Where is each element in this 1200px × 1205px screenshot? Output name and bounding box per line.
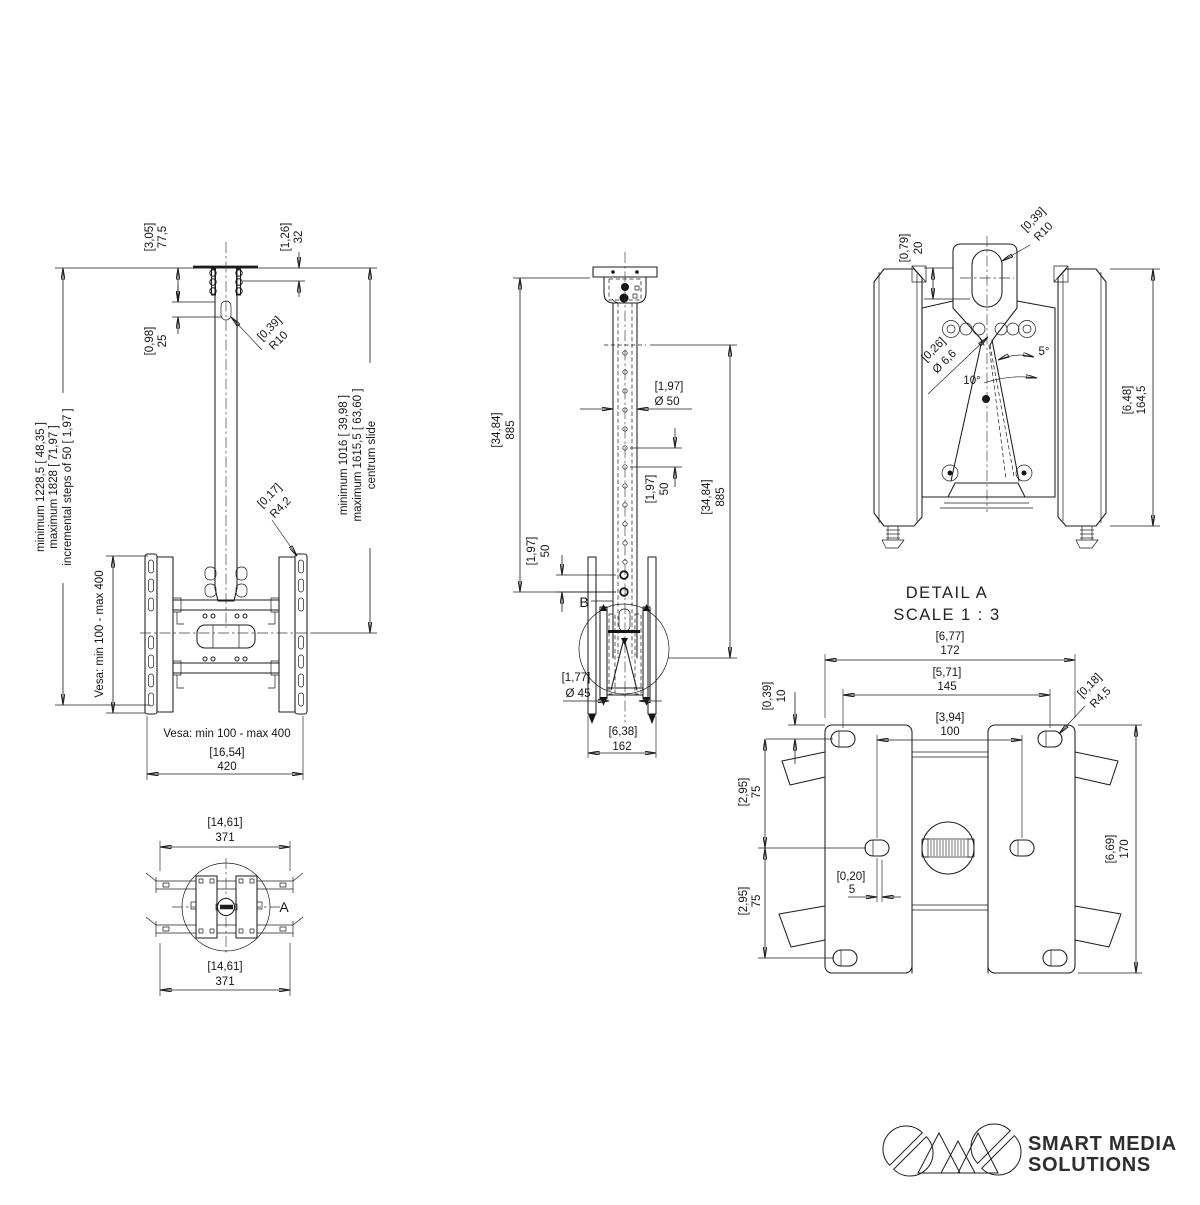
tilt-bracket-view: 5° 10° [0,26] Ø 6,6 [0,39] R10 [0,79] 20… xyxy=(873,205,1160,549)
dim-420: 420 xyxy=(217,761,236,773)
clamp-detail xyxy=(578,603,670,706)
dim-885-right-inch: [34,84] xyxy=(701,479,713,514)
crossbars xyxy=(172,566,280,689)
smart-media-solutions-logo: SMART MEDIA SOLUTIONS xyxy=(882,1123,1177,1177)
detail-a-circle xyxy=(181,862,271,952)
detail-b-label: B xyxy=(579,594,588,610)
dim-775: 77,5 xyxy=(157,226,169,248)
pole-slot xyxy=(220,300,232,321)
dim-371b: 371 xyxy=(215,976,234,988)
front-rails xyxy=(144,553,308,715)
dim-371a-inch: [14,61] xyxy=(207,817,242,829)
label-maximum-slide: maximum 1615,5 [ 63,60 ] xyxy=(352,389,364,522)
dim-420-inch: [16,54] xyxy=(209,747,244,759)
dim-75b-inch: [2,95] xyxy=(738,887,750,916)
angle-5-label: 5° xyxy=(1039,346,1050,358)
label-centrum-slide: centrum slide xyxy=(366,421,378,489)
dim-885-left: 885 xyxy=(505,420,517,439)
dim-dia50-inch: [1,97] xyxy=(655,381,684,393)
plan-rails xyxy=(145,872,304,937)
threaded-rod xyxy=(921,821,975,875)
dim-775-inch: [3,05] xyxy=(144,223,156,252)
dim-885-left-inch: [34,84] xyxy=(491,412,503,447)
dim-172: 172 xyxy=(940,645,959,657)
collar-clips xyxy=(209,268,243,296)
dim-20-inch: [0,79] xyxy=(899,234,911,263)
wing-bottom-right xyxy=(1074,905,1122,948)
label-maximum-height: maximum 1828 [ 71,97 ] xyxy=(48,425,60,548)
label-vesa-horizontal: Vesa: min 100 - max 400 xyxy=(163,728,290,740)
logo-shape-maroon xyxy=(970,1123,1012,1165)
angle-10-label: 10° xyxy=(963,375,980,387)
dim-145-inch: [5,71] xyxy=(933,667,962,679)
wing-top-left xyxy=(781,751,826,786)
dim-100: 100 xyxy=(940,726,959,738)
dim-162-inch: [6,38] xyxy=(609,726,638,738)
pivot-boss xyxy=(603,276,647,304)
dim-25-inch: [0,98] xyxy=(144,327,156,356)
side-rails xyxy=(873,265,1107,549)
clamp-plate-right xyxy=(987,724,1076,974)
adjustment-holes xyxy=(622,350,628,565)
label-incremental-steps: incremental steps of 50 [ 1,97 ] xyxy=(62,408,74,565)
label-minimum-slide: minimum 1016 [ 39,98 ] xyxy=(338,395,350,515)
dim-885-right: 885 xyxy=(715,487,727,506)
dim-25: 25 xyxy=(157,335,169,348)
side-view: [34,84] 885 [1,97] Ø 50 [1,97] 50 [34,84… xyxy=(491,252,737,758)
plan-view: A [14,61] 371 [14,61] 371 xyxy=(145,817,304,996)
dim-5: 5 xyxy=(849,884,855,896)
detail-a-view: DETAIL A SCALE 1 : 3 xyxy=(738,584,1142,974)
dim-32-inch: [1,26] xyxy=(280,223,292,252)
dim-dia45-inch: [1,77] xyxy=(562,672,591,684)
logo-text-line2: SOLUTIONS xyxy=(1028,1154,1151,1176)
dim-50a-inch: [1,97] xyxy=(645,475,657,504)
dim-32: 32 xyxy=(293,231,305,244)
logo-text-line1: SMART MEDIA xyxy=(1028,1133,1177,1155)
dim-145: 145 xyxy=(937,681,956,693)
head xyxy=(952,243,1018,309)
dim-20: 20 xyxy=(913,242,925,255)
dim-1645-inch: [6,48] xyxy=(1122,386,1134,415)
dim-172-inch: [6,77] xyxy=(936,631,965,643)
logo-shape-pink xyxy=(980,1134,1022,1176)
slide-plate xyxy=(196,624,256,649)
front-view: [0,39] R10 [3,05] 77,5 [0,98] 25 [1,26] … xyxy=(35,223,378,780)
plate-slots xyxy=(830,730,1068,967)
logo-shape-blue xyxy=(892,1135,934,1177)
dim-162: 162 xyxy=(612,741,631,753)
foot xyxy=(947,482,1026,498)
detail-a-scale: SCALE 1 : 3 xyxy=(893,606,1000,624)
dim-75a-inch: [2,95] xyxy=(738,778,750,807)
label-vesa-vertical: Vesa: min 100 - max 400 xyxy=(94,570,106,697)
dim-10: 10 xyxy=(776,690,788,703)
label-minimum-height: minimum 1228,5 [ 48,35 ] xyxy=(35,422,47,552)
dim-dia50: Ø 50 xyxy=(655,396,680,408)
dim-1645: 164,5 xyxy=(1136,386,1148,415)
detail-a-title: DETAIL A xyxy=(906,584,989,602)
dim-50b: 50 xyxy=(540,545,552,558)
detail-b-circle xyxy=(578,603,670,695)
bolt-holes xyxy=(941,320,1036,482)
wing-top-right xyxy=(1074,751,1119,786)
dim-50b-inch: [1,97] xyxy=(526,537,538,566)
logo-shape-dark-green-triangle xyxy=(917,1131,961,1174)
detail-a-label: A xyxy=(279,899,289,915)
dim-371b-inch: [14,61] xyxy=(207,961,242,973)
wing-bottom-left xyxy=(778,905,826,948)
clamp-plate-left xyxy=(824,724,913,974)
dim-170-inch: [6,69] xyxy=(1105,835,1117,864)
dim-dia45: Ø 45 xyxy=(566,688,591,700)
dim-10-inch: [0,39] xyxy=(762,682,774,711)
dim-371a: 371 xyxy=(215,832,234,844)
logo-shape-teal xyxy=(882,1125,924,1167)
dim-100-inch: [3,94] xyxy=(936,712,965,724)
dim-75a: 75 xyxy=(751,786,763,799)
dim-75b: 75 xyxy=(751,895,763,908)
dim-50a: 50 xyxy=(659,483,671,496)
dim-5-inch: [0,20] xyxy=(837,871,866,883)
dim-170: 170 xyxy=(1119,839,1131,858)
